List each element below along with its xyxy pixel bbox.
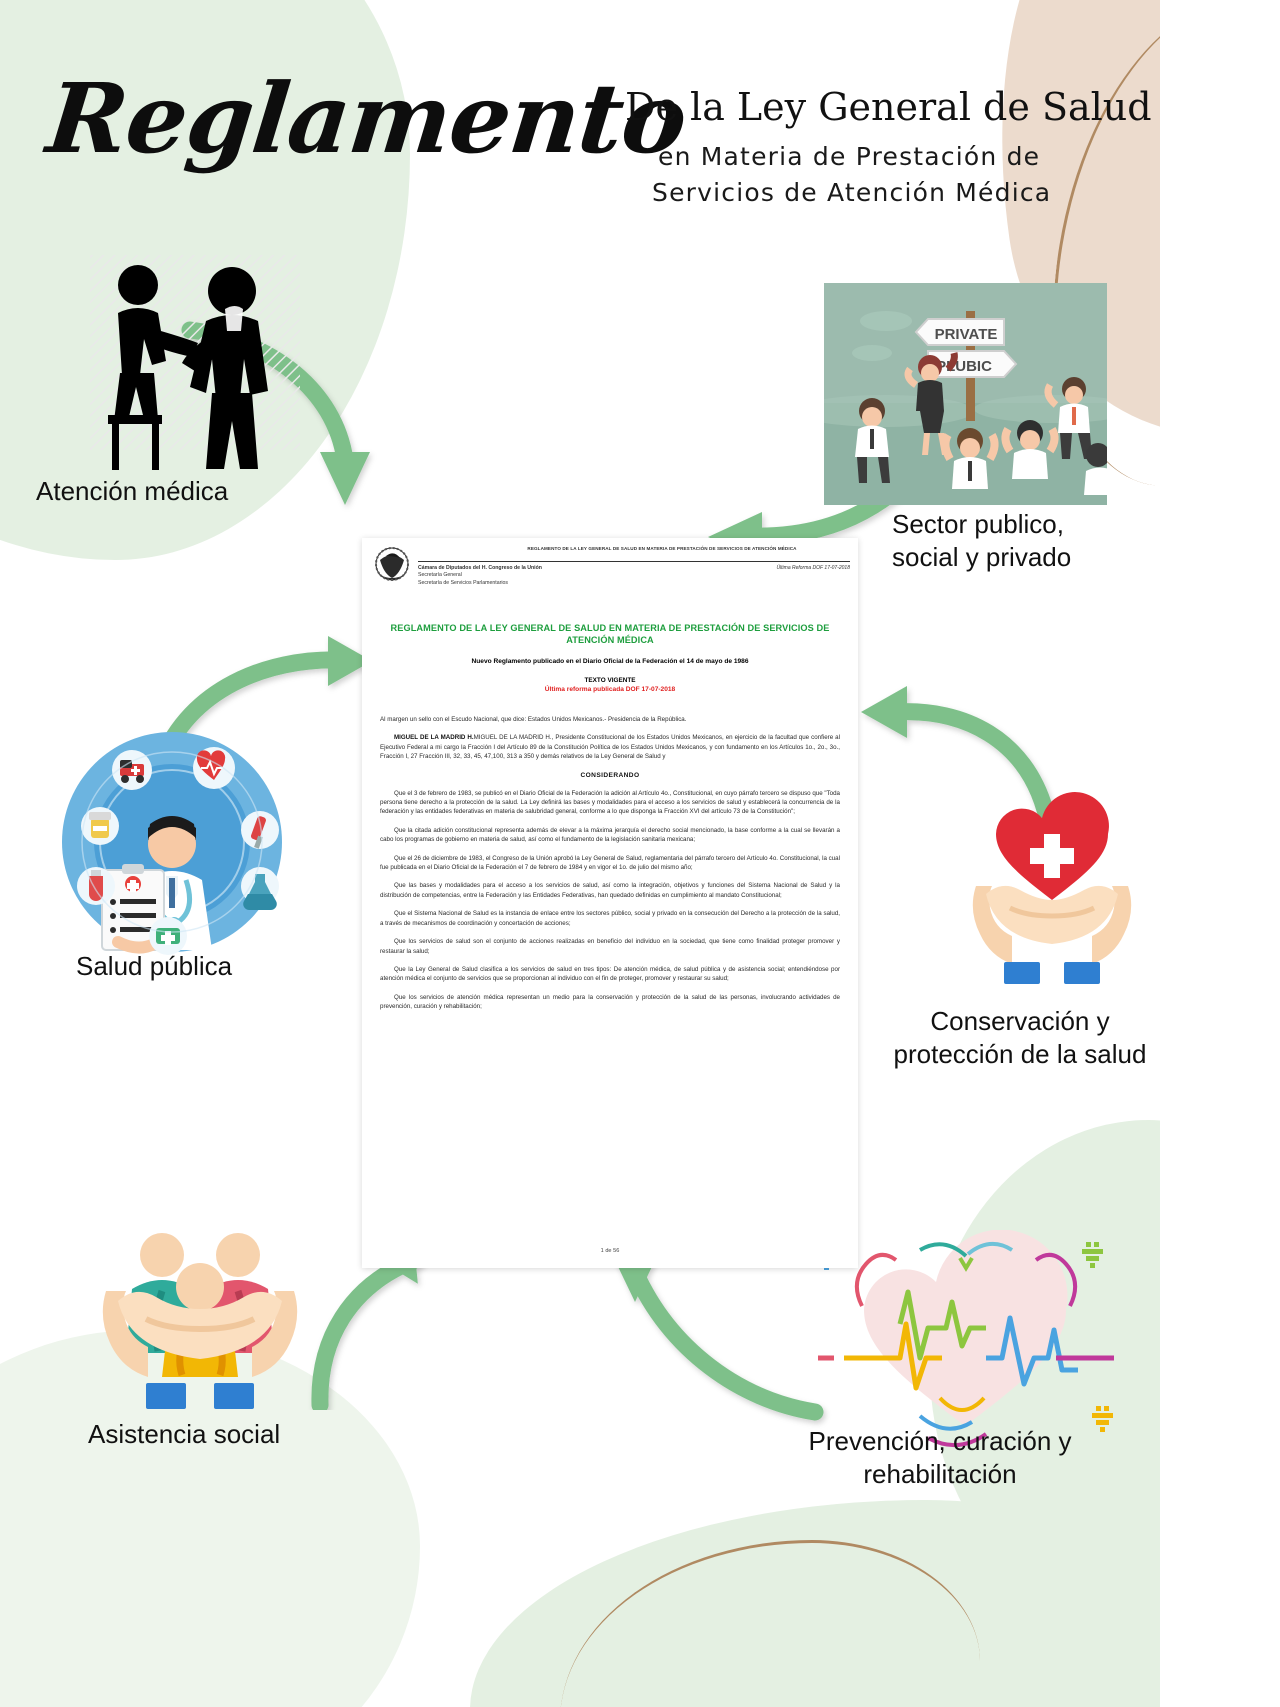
document-paragraph-text: MIGUEL DE LA MADRID H., Presidente Const… bbox=[380, 734, 840, 761]
document-header-secretary: Secretaría General bbox=[418, 572, 462, 579]
subtitle-line-3: Servicios de Atención Médica bbox=[652, 178, 1052, 207]
background-blob-bottom bbox=[470, 1500, 1160, 1707]
page-title: Reglamento bbox=[42, 62, 692, 175]
document-header-left: Cámara de Diputados del H. Congreso de l… bbox=[418, 565, 542, 587]
president-name: MIGUEL DE LA MADRID H. bbox=[394, 734, 474, 742]
node-label-salud-publica: Salud pública bbox=[76, 951, 233, 981]
document-header: REGLAMENTO DE LA LEY GENERAL DE SALUD EN… bbox=[362, 538, 858, 598]
document-paragraph: Que los servicios de atención médica rep… bbox=[380, 993, 840, 1011]
doctor-medical-circle-icon bbox=[58, 728, 286, 956]
node-label-prevencion: Prevención, curación y rehabilitación bbox=[775, 1425, 1105, 1491]
node-label-conservacion-line1: Conservación y bbox=[930, 1006, 1110, 1036]
document-paragraph: Que el 26 de diciembre de 1983, el Congr… bbox=[380, 854, 840, 872]
regulation-document-page[interactable]: REGLAMENTO DE LA LEY GENERAL DE SALUD EN… bbox=[362, 538, 858, 1268]
background-swoosh-tan-bottom bbox=[560, 1540, 980, 1707]
document-header-chamber: Cámara de Diputados del H. Congreso de l… bbox=[418, 565, 542, 571]
document-title: REGLAMENTO DE LA LEY GENERAL DE SALUD EN… bbox=[390, 623, 830, 645]
document-paragraph: Que la Ley General de Salud clasifica a … bbox=[380, 965, 840, 983]
node-label-conservacion-line2: protección de la salud bbox=[893, 1039, 1147, 1069]
document-paragraph: Que los servicios de salud son el conjun… bbox=[380, 938, 840, 955]
public-private-signpost-image: PRIVATE PLUBIC bbox=[824, 283, 1107, 505]
node-label-asistencia-social: Asistencia social bbox=[88, 1419, 281, 1449]
sign-private-label: PRIVATE bbox=[935, 326, 998, 343]
document-last-reform: Última reforma publicada DOF 17-07-2018 bbox=[544, 686, 676, 693]
infographic-canvas: Reglamento De la Ley General de Salud en… bbox=[0, 0, 1160, 1707]
sign-public-label: PLUBIC bbox=[936, 358, 992, 375]
node-label-conservacion: Conservación y protección de la salud bbox=[880, 1005, 1160, 1071]
document-paragraph: Que la citada adición constitucional rep… bbox=[380, 826, 840, 844]
node-label-prevencion-line1: Prevención, curación y bbox=[808, 1426, 1072, 1456]
document-paragraph: Que el Sistema Nacional de Salud es la i… bbox=[380, 910, 840, 927]
document-publication-note: Nuevo Reglamento publicado en el Diario … bbox=[471, 658, 749, 665]
document-paragraph: Que el 3 de febrero de 1983, se publicó … bbox=[380, 789, 840, 816]
heart-in-hands-icon bbox=[952, 790, 1152, 990]
heart-ekg-icon bbox=[800, 1229, 1130, 1460]
node-label-sector-publico-line2: social y privado bbox=[892, 542, 1072, 572]
node-label-prevencion-line2: rehabilitación bbox=[863, 1459, 1017, 1489]
node-label-atencion-medica: Atención médica bbox=[36, 476, 229, 506]
subtitle-line-1: De la Ley General de Salud bbox=[625, 85, 1152, 129]
document-header-services: Secretaría de Servicios Parlamentarios bbox=[418, 579, 508, 586]
document-page-number: 1 de 56 bbox=[600, 1248, 620, 1254]
document-header-reform: Última Reforma DOF 17-07-2018 bbox=[776, 565, 850, 571]
document-paragraph: Al margen un sello con el Escudo Naciona… bbox=[380, 716, 687, 723]
document-body: Al margen un sello con el Escudo Naciona… bbox=[380, 715, 840, 1012]
subtitle-line-2: en Materia de Prestación de bbox=[658, 142, 1041, 171]
document-status-label: TEXTO VIGENTE bbox=[584, 677, 636, 684]
document-header-rule bbox=[418, 561, 850, 562]
document-section-heading: CONSIDERANDO bbox=[580, 771, 640, 779]
document-paragraph: MIGUEL DE LA MADRID H.MIGUEL DE LA MADRI… bbox=[380, 733, 840, 761]
mexican-coat-of-arms-icon bbox=[375, 547, 409, 581]
document-running-head: REGLAMENTO DE LA LEY GENERAL DE SALUD EN… bbox=[527, 546, 797, 551]
node-label-sector-publico-line1: Sector publico, bbox=[892, 509, 1064, 539]
doctor-patient-icon bbox=[80, 255, 310, 472]
header: Reglamento De la Ley General de Salud en… bbox=[0, 0, 1160, 250]
node-label-sector-publico: Sector publico, social y privado bbox=[892, 508, 1160, 574]
family-in-hands-icon bbox=[90, 1215, 310, 1415]
document-paragraph: Que las bases y modalidades para el acce… bbox=[380, 882, 840, 899]
